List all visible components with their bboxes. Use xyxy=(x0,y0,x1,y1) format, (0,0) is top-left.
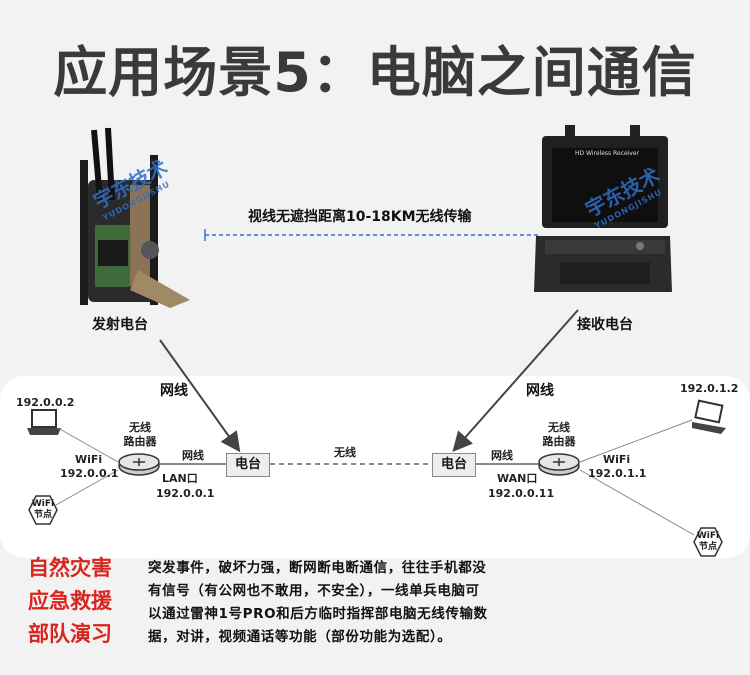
right-port-label: WAN口 xyxy=(497,472,538,485)
wireless-link-label: 视线无遮挡距离10-18KM无线传输 xyxy=(248,209,472,225)
scenario-tag: 部队演习 xyxy=(28,622,112,646)
left-network-cable-label: 网线 xyxy=(160,383,188,399)
right-laptop-ip: 192.0.1.2 xyxy=(680,382,739,395)
left-wifi-node-icon xyxy=(28,495,58,525)
right-wifi-label: WiFi xyxy=(603,453,631,466)
description-line: 以通过雷神1号PRO和后方临时指挥部电脑无线传输数 xyxy=(148,606,488,622)
transmitter-backpack-icon xyxy=(80,127,190,308)
left-cable-label: 网线 xyxy=(182,449,204,462)
right-laptop-icon xyxy=(692,399,726,434)
receiver-case-icon xyxy=(534,125,672,292)
left-port-label: LAN口 xyxy=(162,472,198,485)
left-wifi-label: WiFi xyxy=(75,453,103,466)
left-router-label: 无线 路由器 xyxy=(123,421,157,448)
left-laptop-ip: 192.0.0.2 xyxy=(16,396,75,409)
description-line: 据，对讲，视频通话等功能（部份功能为选配）。 xyxy=(148,629,452,645)
scenario-tags: 自然灾害 应急救援 部队演习 xyxy=(28,552,138,651)
right-wifi-ip: 192.0.1.1 xyxy=(588,467,647,480)
left-laptop-icon xyxy=(27,409,61,435)
right-cable-label: 网线 xyxy=(491,449,513,462)
scenario-tag: 应急救援 xyxy=(28,589,112,613)
scenario-description: 突发事件，破坏力强，断网断电断通信，往往手机都没 有信号（有公网也不敢用，不安全… xyxy=(148,557,610,649)
right-wifi-node-icon xyxy=(693,527,723,557)
description-line: 突发事件，破坏力强，断网断电断通信，往往手机都没 xyxy=(148,560,487,576)
receiver-label: 接收电台 xyxy=(577,317,633,333)
left-port-ip: 192.0.0.1 xyxy=(156,487,215,500)
right-router-label: 无线 路由器 xyxy=(542,421,576,448)
receiver-screen-caption: HD Wireless Receiver xyxy=(575,150,640,157)
left-wifi-ip: 192.0.0.1 xyxy=(60,467,119,480)
transmitter-label: 发射电台 xyxy=(92,317,148,333)
left-wifi-node-label: WiFi 节点 xyxy=(31,499,55,520)
right-network-cable-label: 网线 xyxy=(526,383,554,399)
right-radio-node: 电台 xyxy=(432,453,477,477)
description-line: 有信号（有公网也不敢用，不安全），一线单兵电脑可 xyxy=(148,583,480,599)
right-router-icon xyxy=(538,453,580,476)
page-title: 应用场景5：电脑之间通信 xyxy=(53,41,697,104)
left-router-icon xyxy=(118,453,160,476)
right-wifi-node-label: WiFi 节点 xyxy=(696,531,720,552)
left-radio-node: 电台 xyxy=(226,453,271,477)
right-port-ip: 192.0.0.11 xyxy=(488,487,555,500)
scenario-tag: 自然灾害 xyxy=(28,556,112,580)
wireless-label: 无线 xyxy=(334,446,356,459)
